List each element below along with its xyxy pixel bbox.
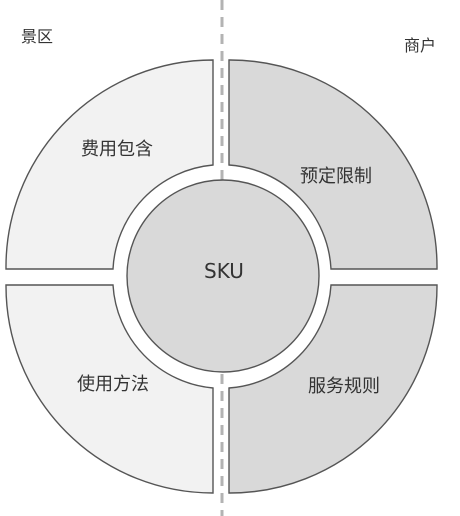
segment-top-left bbox=[5, 59, 214, 270]
segment-label-bottom-right: 服务规则 bbox=[308, 376, 380, 397]
segment-label-top-left: 费用包含 bbox=[81, 139, 153, 160]
center-circle bbox=[126, 179, 320, 373]
segment-bottom-right bbox=[228, 284, 438, 494]
segment-label-top-right: 预定限制 bbox=[300, 166, 372, 187]
segment-label-bottom-left: 使用方法 bbox=[77, 374, 149, 395]
side-label-merchant: 商户 bbox=[404, 36, 437, 55]
segment-top-right bbox=[228, 59, 438, 270]
side-label-scenic-area: 景区 bbox=[21, 27, 54, 46]
segment-bottom-left bbox=[5, 284, 214, 494]
center-label: SKU bbox=[204, 259, 244, 283]
